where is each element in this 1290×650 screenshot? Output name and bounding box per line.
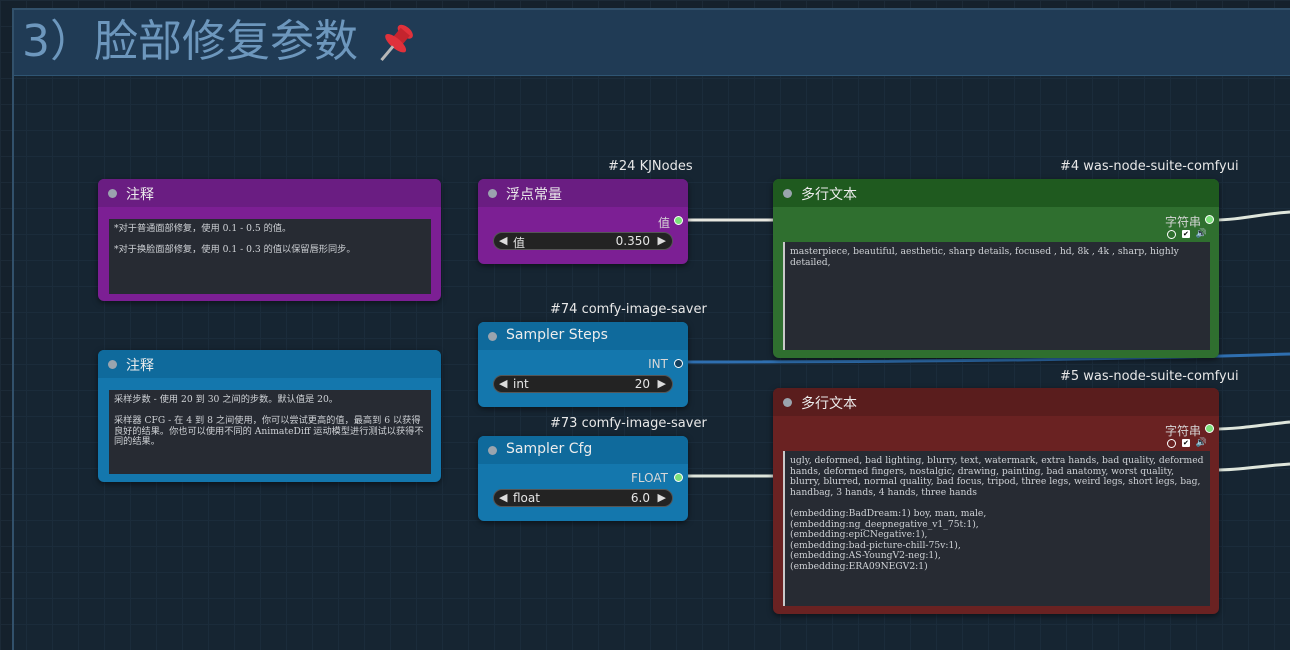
steps-widget-name: int [513, 377, 529, 391]
note-node-2-header[interactable]: 注释 [98, 350, 441, 378]
group-title: 3）脸部修复参数 [22, 12, 418, 72]
left-arrow-icon[interactable]: ◀ [499, 234, 508, 247]
cfg-widget-value: 6.0 [630, 491, 650, 505]
float-constant-node[interactable]: 浮点常量 值 ◀ 值 0.350 ▶ [478, 179, 688, 264]
right-arrow-icon[interactable]: ▶ [657, 377, 666, 390]
note-node-1-header[interactable]: 注释 [98, 179, 441, 207]
negative-node-header[interactable]: 多行文本 [773, 388, 1219, 416]
node-badge-positive: #4 was-node-suite-comfyui [1060, 159, 1239, 174]
collapse-dot-icon[interactable] [488, 446, 497, 455]
float-widget-name: 值 [513, 236, 526, 250]
float-output-label: 值 [657, 216, 670, 230]
steps-node-title: Sampler Steps [506, 327, 608, 343]
checkbox-icon[interactable]: ✔ [1181, 230, 1190, 238]
sampler-steps-node[interactable]: Sampler Steps INT ◀ int 20 ▶ [478, 322, 688, 407]
right-arrow-icon[interactable]: ▶ [657, 234, 666, 247]
positive-mini-toolbar: ✔ 🔊 [1164, 229, 1207, 240]
speaker-icon[interactable]: 🔊 [1195, 229, 1207, 239]
collapse-dot-icon[interactable] [783, 189, 792, 198]
cfg-widget-name: float [513, 491, 540, 505]
circle-icon[interactable] [1167, 229, 1177, 239]
collapse-dot-icon[interactable] [488, 189, 497, 198]
cfg-output-label: FLOAT [630, 471, 668, 485]
checkbox-icon[interactable]: ✔ [1181, 439, 1190, 447]
left-arrow-icon[interactable]: ◀ [499, 377, 508, 390]
node-badge-kjnodes: #24 KJNodes [608, 159, 693, 174]
speaker-icon[interactable]: 🔊 [1195, 438, 1207, 448]
circle-icon[interactable] [1167, 438, 1177, 448]
negative-output-port[interactable] [1205, 424, 1214, 433]
steps-value-widget[interactable]: ◀ int 20 ▶ [493, 375, 673, 393]
sampler-cfg-node[interactable]: Sampler Cfg FLOAT ◀ float 6.0 ▶ [478, 436, 688, 521]
note-2-text[interactable]: 采样步数 - 使用 20 到 30 之间的步数。默认值是 20。 采样器 CFG… [109, 390, 431, 474]
negative-mini-toolbar: ✔ 🔊 [1164, 438, 1207, 449]
node-badge-negative: #5 was-node-suite-comfyui [1060, 369, 1239, 384]
note-node-1[interactable]: 注释 *对于普通面部修复，使用 0.1 - 0.5 的值。 *对于换脸面部修复，… [98, 179, 441, 301]
group-title-text: 3）脸部修复参数 [22, 16, 358, 67]
cfg-value-widget[interactable]: ◀ float 6.0 ▶ [493, 489, 673, 507]
negative-text-node[interactable]: 多行文本 字符串 ✔ 🔊 ugly, deformed, bad lightin… [773, 388, 1219, 614]
cfg-node-header[interactable]: Sampler Cfg [478, 436, 688, 464]
positive-node-title: 多行文本 [801, 187, 857, 203]
left-arrow-icon[interactable]: ◀ [499, 491, 508, 504]
group-header[interactable]: 3）脸部修复参数 [14, 10, 1290, 76]
steps-widget-value: 20 [634, 377, 650, 391]
float-node-header[interactable]: 浮点常量 [478, 179, 688, 207]
negative-output-label: 字符串 [1164, 424, 1201, 438]
pushpin-icon [380, 24, 413, 62]
float-widget-value: 0.350 [615, 234, 650, 248]
positive-prompt-text[interactable]: masterpiece, beautiful, aesthetic, sharp… [783, 242, 1210, 350]
node-badge-cfg: #73 comfy-image-saver [550, 416, 707, 431]
collapse-dot-icon[interactable] [783, 398, 792, 407]
note-node-2[interactable]: 注释 采样步数 - 使用 20 到 30 之间的步数。默认值是 20。 采样器 … [98, 350, 441, 482]
float-node-title: 浮点常量 [506, 187, 562, 203]
note-node-1-title: 注释 [126, 187, 154, 203]
steps-output-label: INT [648, 357, 668, 371]
positive-output-label: 字符串 [1164, 215, 1201, 229]
collapse-dot-icon[interactable] [488, 332, 497, 341]
steps-node-header[interactable]: Sampler Steps [478, 322, 688, 350]
right-arrow-icon[interactable]: ▶ [657, 491, 666, 504]
steps-output-port[interactable] [674, 359, 683, 368]
negative-node-title: 多行文本 [801, 396, 857, 412]
float-output-port[interactable] [674, 216, 683, 225]
cfg-output-port[interactable] [674, 473, 683, 482]
float-value-widget[interactable]: ◀ 值 0.350 ▶ [493, 232, 673, 250]
negative-prompt-text[interactable]: ugly, deformed, bad lighting, blurry, te… [783, 451, 1210, 606]
cfg-node-title: Sampler Cfg [506, 441, 593, 457]
note-1-text[interactable]: *对于普通面部修复，使用 0.1 - 0.5 的值。 *对于换脸面部修复，使用 … [109, 219, 431, 294]
collapse-dot-icon[interactable] [108, 360, 117, 369]
positive-text-node[interactable]: 多行文本 字符串 ✔ 🔊 masterpiece, beautiful, aes… [773, 179, 1219, 358]
positive-output-port[interactable] [1205, 215, 1214, 224]
positive-node-header[interactable]: 多行文本 [773, 179, 1219, 207]
node-badge-steps: #74 comfy-image-saver [550, 302, 707, 317]
note-node-2-title: 注释 [126, 358, 154, 374]
collapse-dot-icon[interactable] [108, 189, 117, 198]
